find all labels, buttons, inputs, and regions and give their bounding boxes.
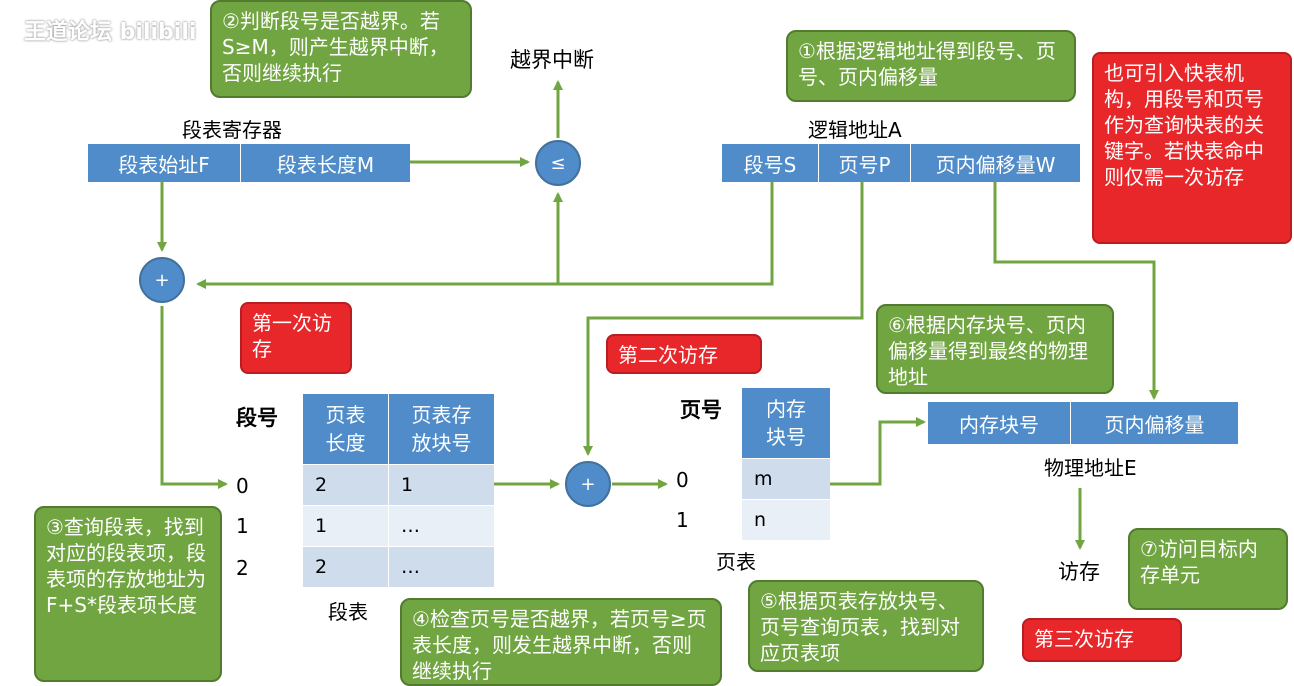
segment-table-start-address: 段表始址F [88, 144, 240, 182]
segment-row-block: 1 [389, 465, 494, 505]
physical-address-title: 物理地址E [1044, 456, 1137, 480]
step1-callout: ①根据逻辑地址得到段号、页号、页内偏移量 [786, 30, 1076, 102]
segment-row-index: 0 [236, 474, 249, 498]
segment-row-index: 2 [236, 556, 249, 580]
memory-access-label: 访存 [1058, 560, 1100, 584]
segment-row-length: 1 [303, 506, 388, 546]
page-row-block: m [742, 459, 830, 499]
segment-row-index: 1 [236, 514, 249, 538]
segment-row-block: … [389, 547, 494, 587]
tlb-callout: 也可引入快表机构，用段号和页号作为查询快表的关键字。若快表命中则仅需一次访存 [1092, 52, 1292, 244]
step4-callout: ④检查页号是否越界，若页号≥页表长度，则发生越界中断，否则继续执行 [400, 598, 722, 686]
first-access-callout: 第一次访存 [240, 302, 352, 374]
logical-page-offset: 页内偏移量W [910, 144, 1080, 182]
physical-page-offset: 页内偏移量 [1070, 402, 1238, 444]
compare-operator: ≤ [535, 140, 581, 186]
logical-address-title: 逻辑地址A [808, 118, 902, 142]
page-row-index: 0 [676, 468, 689, 492]
address-adder: + [139, 257, 185, 303]
page-table-title: 页表 [716, 550, 756, 574]
page-table-length-header: 页表 长度 [303, 394, 388, 464]
segment-table-title: 段表 [328, 600, 368, 624]
logical-page-number: 页号P [818, 144, 910, 182]
overflow-interrupt-label: 越界中断 [510, 48, 594, 72]
step7-callout: ⑦访问目标内存单元 [1128, 528, 1288, 610]
watermark-logo: 王道论坛 bilibili [24, 20, 197, 45]
page-table-block-header: 页表存 放块号 [388, 394, 494, 464]
step3-callout: ③查询段表，找到对应的段表项，段表项的存放地址为F+S*段表项长度 [34, 506, 222, 682]
step2-callout: ②判断段号是否越界。若S≥M，则产生越界中断，否则继续执行 [210, 0, 472, 98]
page-row-index: 1 [676, 508, 689, 532]
segment-register-title: 段表寄存器 [182, 118, 282, 142]
page-row-block: n [742, 500, 830, 540]
logical-segment-number: 段号S [722, 144, 818, 182]
page-table-adder: + [565, 461, 611, 507]
segment-number-column-label: 段号 [236, 406, 278, 430]
segment-row-length: 2 [303, 465, 388, 505]
page-number-column-label: 页号 [680, 398, 722, 422]
segment-table-length: 段表长度M [240, 144, 410, 182]
step5-callout: ⑤根据页表存放块号、页号查询页表，找到对应页表项 [748, 580, 984, 672]
physical-block-number: 内存块号 [928, 402, 1070, 444]
segment-row-block: … [389, 506, 494, 546]
second-access-callout: 第二次访存 [606, 334, 762, 374]
memory-block-header: 内存 块号 [742, 388, 830, 458]
step6-callout: ⑥根据内存块号、页内偏移量得到最终的物理地址 [876, 304, 1114, 394]
third-access-callout: 第三次访存 [1022, 618, 1182, 662]
segment-row-length: 2 [303, 547, 388, 587]
